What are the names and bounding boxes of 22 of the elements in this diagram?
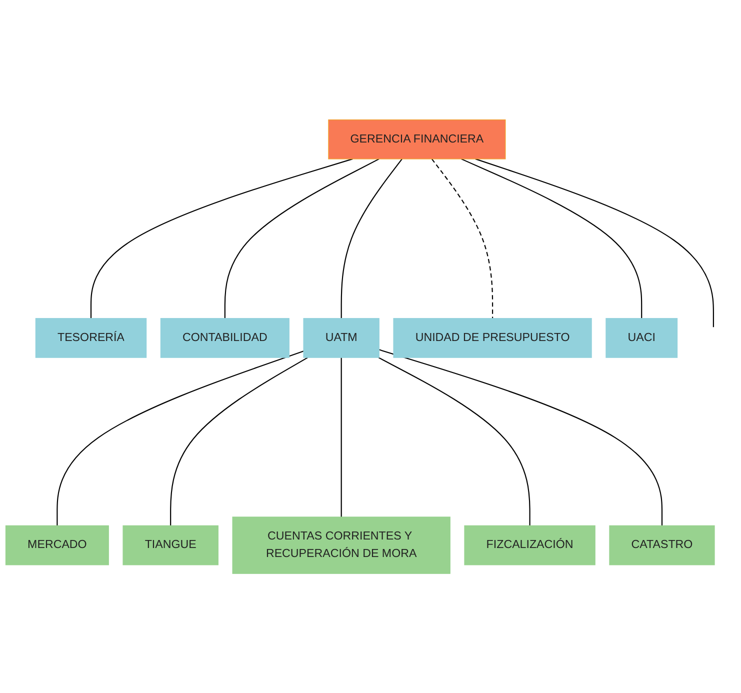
connector [224, 158, 380, 318]
node-box: MERCADO [5, 525, 109, 566]
connector [431, 158, 494, 318]
node-box: GERENCIA FINANCIERA [328, 119, 506, 160]
node-box: TIANGUE [122, 525, 218, 566]
connector [461, 158, 642, 318]
node-box: CUENTAS CORRIENTES Y RECUPERACIÓN DE MORA [232, 516, 450, 574]
node-box: CATASTRO [609, 525, 715, 566]
connector [378, 348, 663, 526]
node-box: UATM [303, 318, 380, 358]
connector [340, 158, 402, 318]
node-box: CONTABILIDAD [160, 318, 290, 358]
node-box: UNIDAD DE PRESUPUESTO [393, 318, 592, 358]
connector [56, 350, 304, 526]
connector [378, 356, 530, 526]
node-box: UACI [606, 318, 678, 358]
node-box: TESORERÍA [35, 318, 147, 358]
connector [340, 357, 342, 517]
node-box: FIZCALIZACIÓN [464, 525, 596, 566]
connector [170, 356, 308, 526]
connector [90, 158, 353, 318]
connector [475, 158, 714, 327]
